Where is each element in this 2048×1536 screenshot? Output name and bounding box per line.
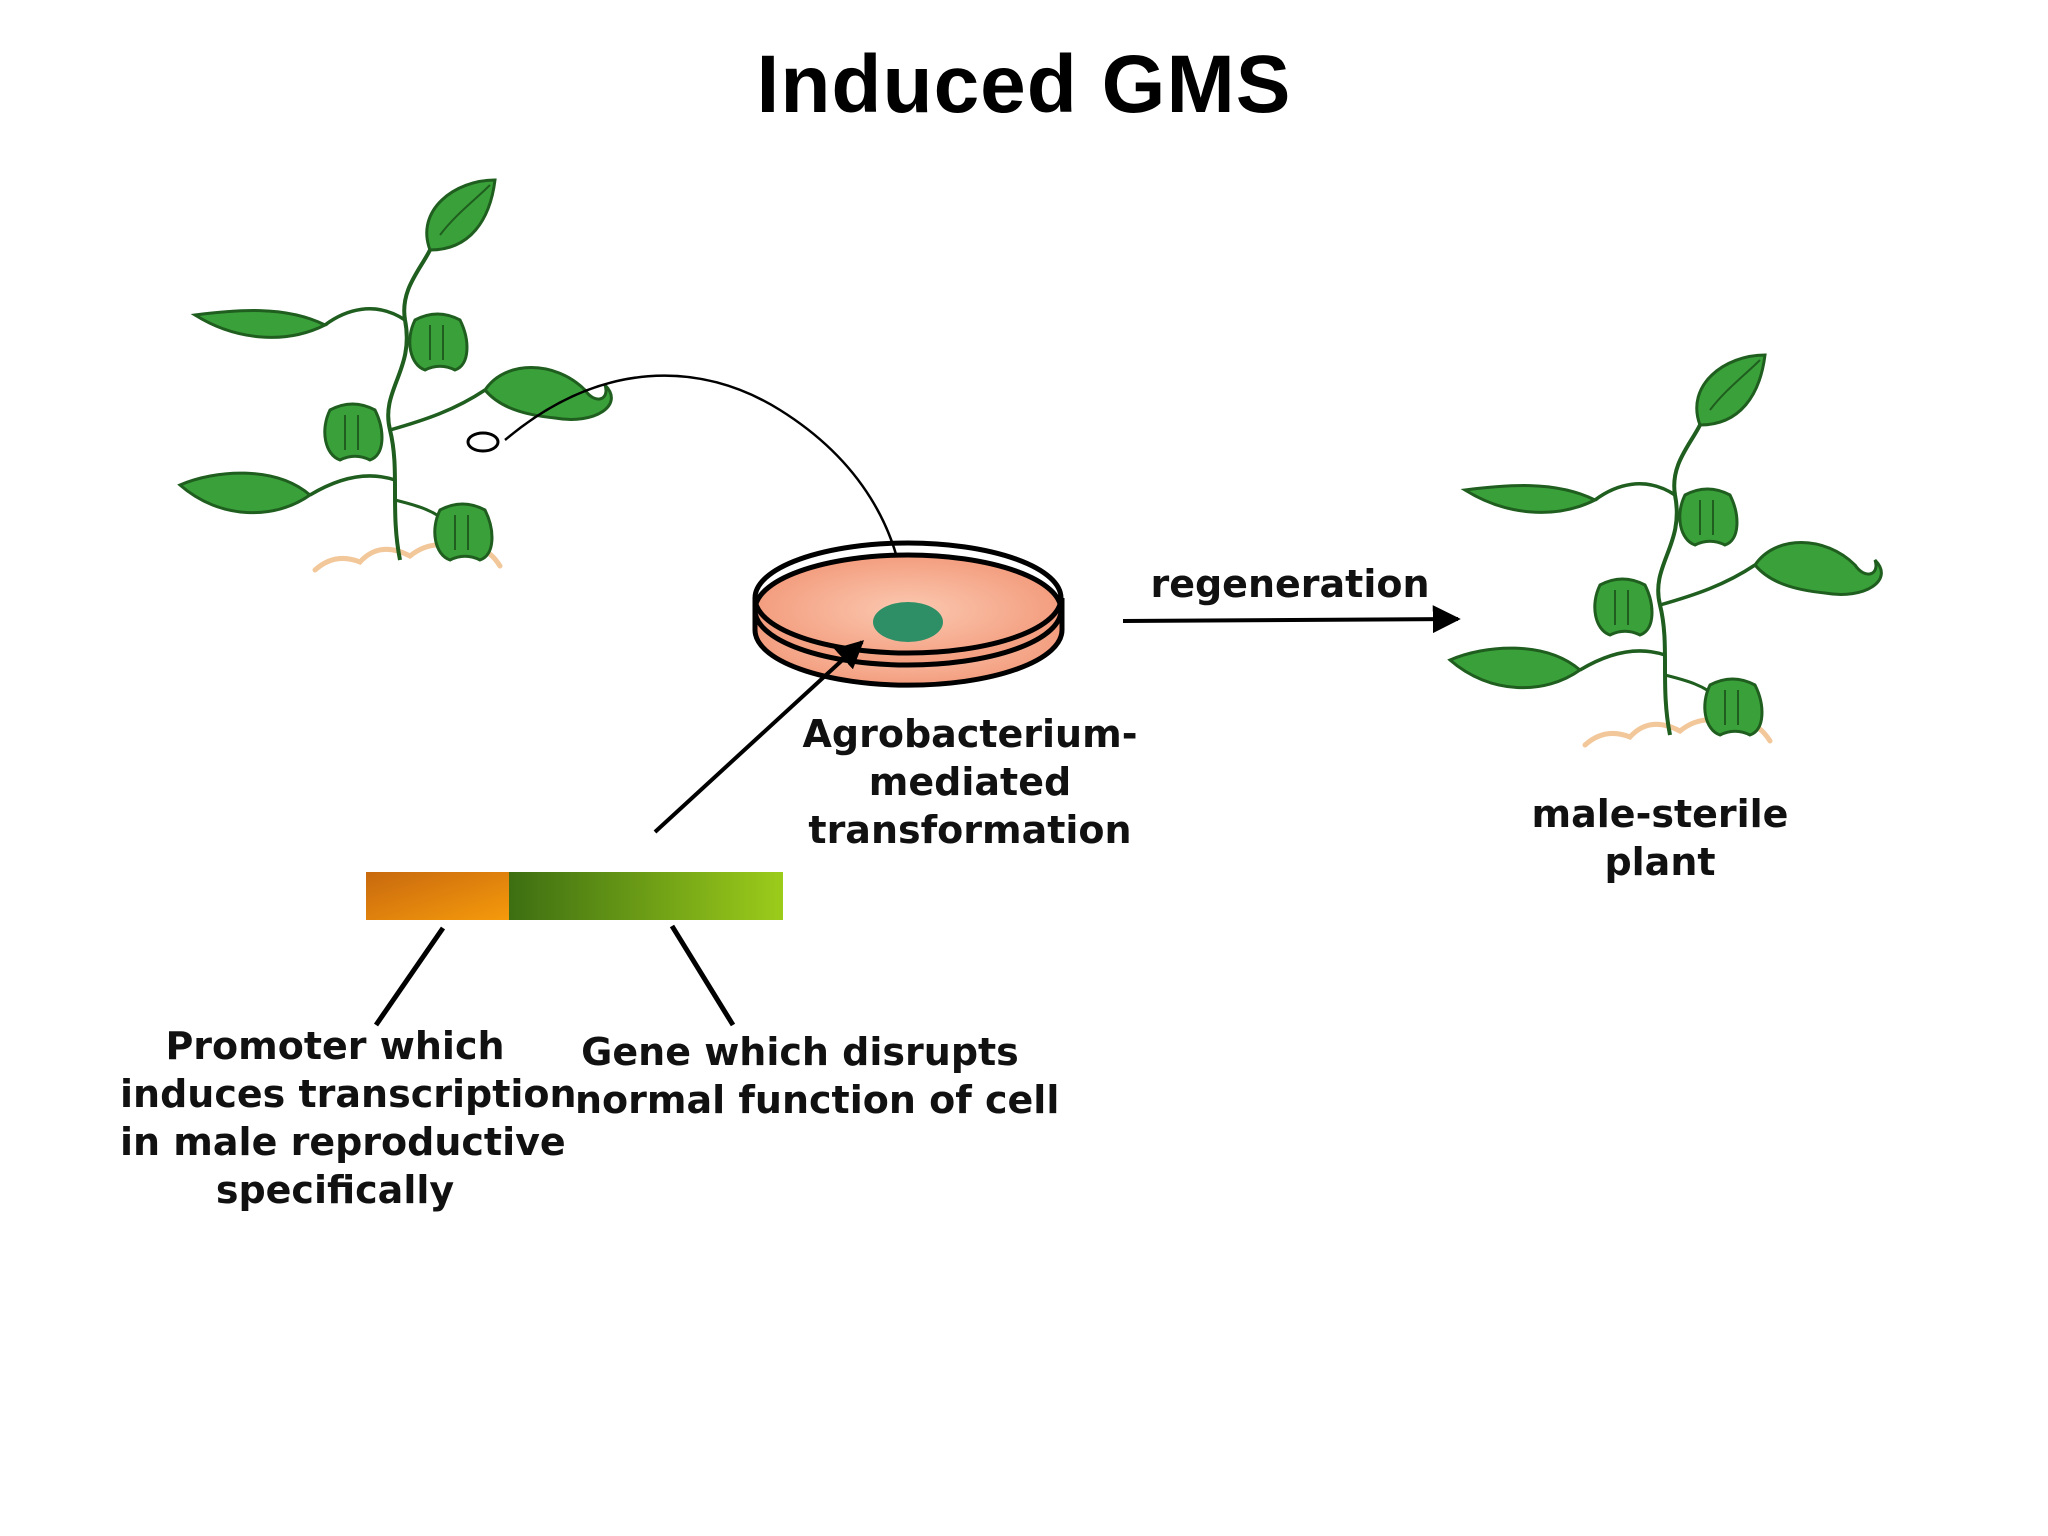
promoter-segment (366, 872, 509, 920)
regeneration-arrow (1122, 605, 1461, 634)
sample-transfer-line (504, 374, 907, 606)
regeneration-label: regeneration (1150, 560, 1430, 608)
transformation-line-1: Agrobacterium- (802, 712, 1138, 756)
petri-dish-icon (752, 540, 1065, 688)
result-line-2: plant (1604, 840, 1716, 884)
result-line-1: male-sterile (1531, 792, 1789, 836)
promoter-line-2: induces transcription (120, 1072, 577, 1116)
gene-line-1: Gene which disrupts (581, 1030, 1019, 1074)
transformed-colony (873, 602, 943, 642)
promoter-line-4: specifically (215, 1168, 455, 1212)
gene-pointer (669, 924, 736, 1027)
promoter-line-1: Promoter which (165, 1024, 505, 1068)
transformation-line-3: transformation (808, 808, 1132, 852)
promoter-pointer (373, 926, 446, 1027)
regeneration-text: regeneration (1150, 562, 1430, 606)
gene-label: Gene which disrupts normal function of c… (575, 1028, 1060, 1124)
male-sterile-plant-label: male-sterile plant (1520, 790, 1800, 886)
construct-to-dish-arrow (653, 640, 865, 834)
promoter-line-3: in male reproductive (120, 1120, 566, 1164)
transformation-label: Agrobacterium- mediated transformation (790, 710, 1150, 854)
promoter-label: Promoter which induces transcription in … (120, 1022, 577, 1214)
pepper-plant-regenerated-icon (1450, 355, 1881, 745)
transformation-line-2: mediated (868, 760, 1072, 804)
page-title: Induced GMS (756, 39, 1292, 130)
pepper-plant-source-icon (180, 180, 611, 570)
gene-segment (509, 872, 783, 920)
gene-construct (366, 872, 783, 920)
gene-line-2: normal function of cell (575, 1078, 1060, 1122)
